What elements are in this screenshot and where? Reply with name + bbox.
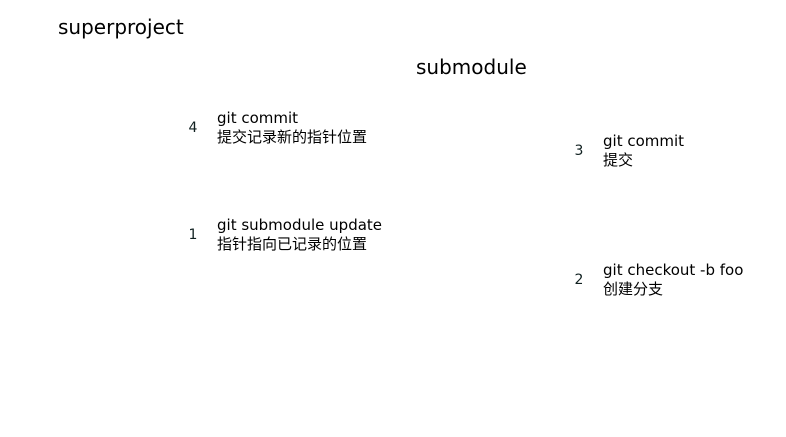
step-2-text: git checkout -b foo 创建分支 (603, 261, 743, 299)
step-1-command: git submodule update (217, 216, 383, 234)
step-3-text: git commit 提交 (603, 132, 684, 170)
submodule-title: submodule (416, 55, 527, 79)
annotation-step-2: 2 git checkout -b foo 创建分支 (564, 261, 744, 299)
step-2-description: 创建分支 (603, 280, 664, 298)
step-2-badge: 2 (574, 272, 584, 288)
annotation-step-4: 4 git commit 提交记录新的指针位置 (178, 109, 367, 147)
step-4-text: git commit 提交记录新的指针位置 (217, 109, 367, 147)
step-3-command: git commit (603, 132, 685, 150)
annotation-step-1: 1 git submodule update 指针指向已记录的位置 (178, 216, 382, 254)
step-2-command: git checkout -b foo (603, 261, 744, 279)
annotation-step-3: 3 git commit 提交 (564, 132, 685, 170)
step-4-command: git commit (217, 109, 299, 127)
step-4-description: 提交记录新的指针位置 (217, 128, 368, 146)
step-3-description: 提交 (603, 151, 634, 169)
step-3-badge: 3 (574, 143, 584, 159)
superproject-title: superproject (58, 15, 184, 39)
step-1-badge: 1 (188, 227, 198, 243)
step-4-badge: 4 (188, 120, 198, 136)
step-1-description: 指针指向已记录的位置 (217, 235, 368, 253)
step-1-text: git submodule update 指针指向已记录的位置 (217, 216, 382, 254)
